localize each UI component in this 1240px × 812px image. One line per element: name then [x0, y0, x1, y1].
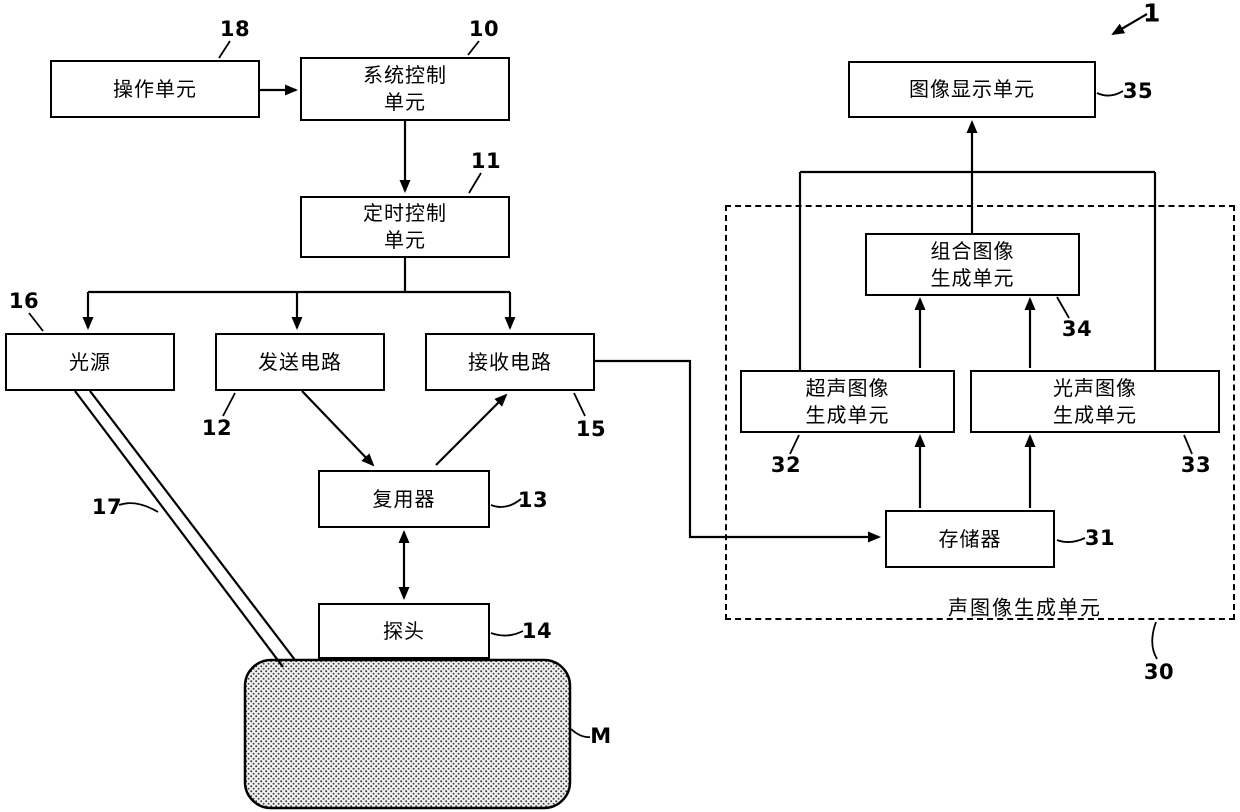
- node-image-display-unit: 图像显示单元: [848, 61, 1096, 118]
- ref-32-ultrasound-image-gen: 32: [770, 453, 802, 477]
- optical-fiber-lines: [74, 390, 296, 668]
- node-light-source: 光源: [5, 333, 175, 391]
- node-probe-label: 探头: [383, 618, 425, 643]
- ref-34-combined-image-gen: 34: [1061, 317, 1093, 341]
- node-combined-image-generation-unit: 组合图像 生成单元: [865, 233, 1080, 296]
- ref-16-light-source: 16: [8, 289, 40, 313]
- ref-35-image-display: 35: [1122, 79, 1154, 103]
- ref-17-optical-fiber: 17: [91, 495, 123, 519]
- node-system-control-unit: 系统控制 单元: [300, 57, 510, 121]
- ref-13-multiplexer: 13: [517, 488, 549, 512]
- ref-10-system-control: 10: [468, 17, 500, 41]
- node-system-control-unit-label: 系统控制 单元: [363, 63, 447, 114]
- ref-30-region: 30: [1143, 660, 1175, 684]
- node-transmit-circuit-label: 发送电路: [258, 349, 342, 374]
- node-ultrasound-image-generation-unit: 超声图像 生成单元: [740, 370, 955, 433]
- node-combined-image-generation-unit-label: 组合图像 生成单元: [930, 238, 1015, 290]
- ref-m-object: M: [590, 724, 612, 748]
- arrow-multiplexer-to-receive: [435, 393, 508, 466]
- ref-11-timing-control: 11: [470, 149, 502, 173]
- acoustic-image-generation-region: [725, 205, 1235, 620]
- node-timing-control-unit: 定时控制 单元: [300, 196, 510, 258]
- node-multiplexer-label: 复用器: [372, 486, 436, 511]
- figure-number-arrow: [1111, 13, 1148, 36]
- node-transmit-circuit: 发送电路: [215, 333, 385, 391]
- node-memory: 存储器: [885, 510, 1055, 568]
- node-memory-label: 存储器: [938, 526, 1002, 551]
- node-image-display-unit-label: 图像显示单元: [909, 77, 1035, 101]
- ref-14-probe: 14: [521, 619, 553, 643]
- node-operation-unit: 操作单元: [50, 60, 260, 118]
- node-photoacoustic-image-generation-unit-label: 光声图像 生成单元: [1053, 375, 1137, 427]
- ref-31-memory: 31: [1084, 526, 1116, 550]
- ref-12-transmit-circuit: 12: [201, 416, 233, 440]
- node-photoacoustic-image-generation-unit: 光声图像 生成单元: [970, 370, 1220, 433]
- arrow-transmit-to-multiplexer: [301, 390, 375, 467]
- node-multiplexer: 复用器: [318, 470, 490, 528]
- reference-leader-ticks: [28, 40, 1193, 738]
- node-receive-circuit: 接收电路: [425, 333, 595, 391]
- arrow-receive-to-memory: [595, 359, 881, 543]
- node-receive-circuit-label: 接收电路: [468, 349, 552, 374]
- node-probe: 探头: [318, 603, 490, 659]
- ref-33-photoacoustic-image-gen: 33: [1180, 453, 1212, 477]
- ref-18-operation-unit: 18: [219, 17, 251, 41]
- node-operation-unit-label: 操作单元: [113, 76, 197, 101]
- acoustic-image-generation-region-label: 声图像生成单元: [948, 595, 1102, 620]
- tissue-object-blob: [243, 658, 572, 810]
- ref-figure-1: 1: [1143, 0, 1161, 28]
- node-ultrasound-image-generation-unit-label: 超声图像 生成单元: [805, 375, 890, 427]
- node-timing-control-unit-label: 定时控制 单元: [363, 201, 447, 252]
- node-light-source-label: 光源: [69, 349, 111, 374]
- ref-15-receive-circuit: 15: [575, 417, 607, 441]
